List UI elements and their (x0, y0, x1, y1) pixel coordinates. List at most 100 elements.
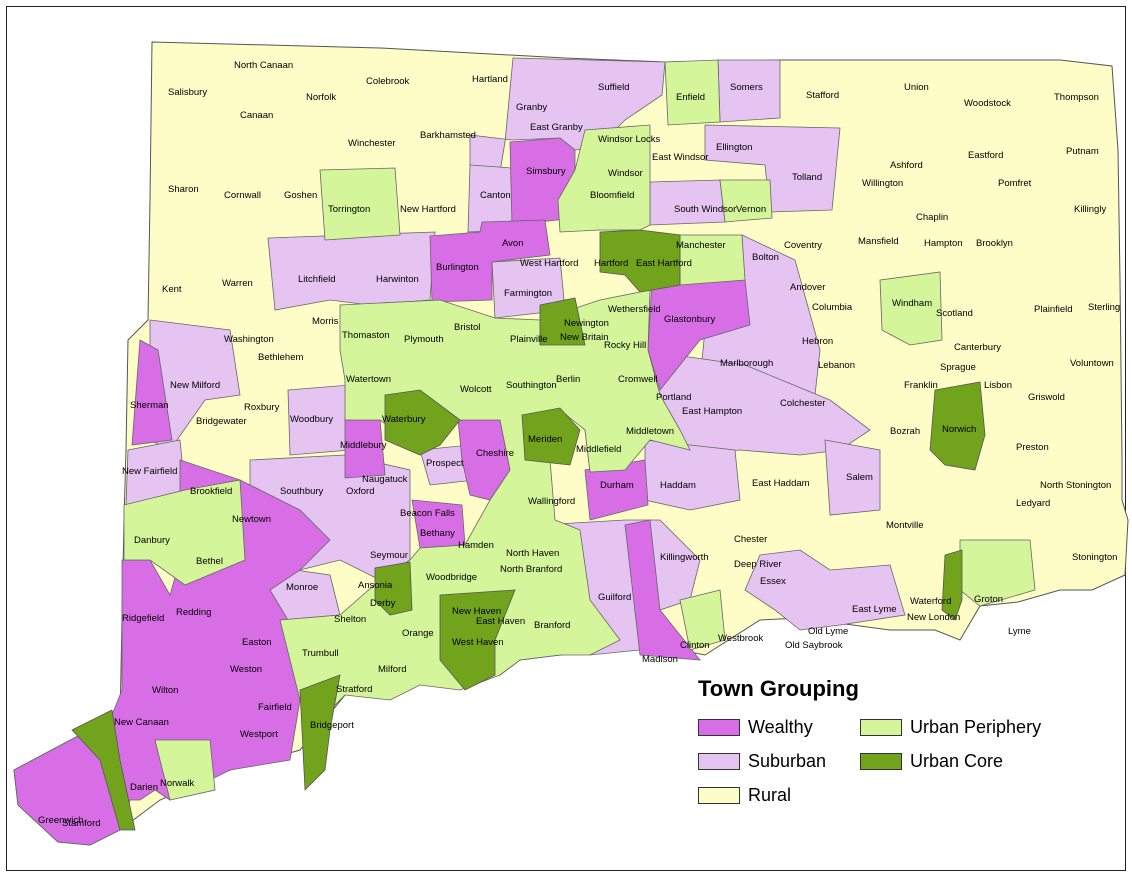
town-label-branford: Branford (534, 620, 570, 631)
town-label-east-lyme: East Lyme (852, 604, 897, 615)
town-label-lebanon: Lebanon (818, 360, 855, 371)
region-enfield (664, 59, 721, 126)
town-label-bristol: Bristol (454, 322, 480, 333)
legend-label-rural: Rural (748, 784, 792, 805)
town-label-orange: Orange (402, 628, 434, 639)
town-label-woodbridge: Woodbridge (426, 572, 477, 583)
town-label-lisbon: Lisbon (984, 380, 1012, 391)
town-label-bridgewater: Bridgewater (196, 416, 247, 427)
town-label-bridgeport: Bridgeport (310, 720, 354, 731)
town-label-ellington: Ellington (716, 142, 752, 153)
town-label-newtown: Newtown (232, 514, 271, 525)
town-label-montville: Montville (886, 520, 924, 531)
town-label-simsbury: Simsbury (526, 166, 566, 177)
town-label-plymouth: Plymouth (404, 334, 444, 345)
town-label-ledyard: Ledyard (1016, 498, 1050, 509)
town-label-suffield: Suffield (598, 82, 630, 93)
town-label-roxbury: Roxbury (244, 402, 280, 413)
town-label-scotland: Scotland (936, 308, 973, 319)
town-label-sherman: Sherman (130, 400, 169, 411)
town-label-colchester: Colchester (780, 398, 825, 409)
town-label-old-lyme: Old Lyme (808, 626, 848, 637)
town-label-morris: Morris (312, 316, 339, 327)
legend-label-urban-core: Urban Core (910, 750, 1004, 771)
town-label-harwinton: Harwinton (376, 274, 419, 285)
town-label-seymour: Seymour (370, 550, 408, 561)
legend-swatch-wealthy (698, 718, 740, 736)
town-label-windham: Windham (892, 298, 932, 309)
town-label-wethersfield: Wethersfield (608, 304, 661, 315)
town-label-portland: Portland (656, 392, 691, 403)
region-new-london (941, 549, 963, 621)
town-label-new-canaan: New Canaan (114, 717, 169, 728)
town-label-eastford: Eastford (968, 150, 1003, 161)
region-waterbury (384, 389, 461, 456)
town-label-naugatuck: Naugatuck (362, 474, 408, 485)
town-label-plainville: Plainville (510, 334, 548, 345)
town-label-willington: Willington (862, 178, 903, 189)
region-clinton (679, 589, 726, 651)
town-label-barkhamsted: Barkhamsted (420, 130, 476, 141)
legend-swatch-suburban (698, 752, 740, 770)
town-label-haddam: Haddam (660, 480, 696, 491)
town-label-weston: Weston (230, 664, 262, 675)
town-label-torrington: Torrington (328, 204, 370, 215)
region-new-haven (439, 589, 516, 691)
town-label-west-hartford: West Hartford (520, 258, 578, 269)
region-hartford-east-hartford (599, 229, 681, 293)
town-label-norfolk: Norfolk (306, 92, 336, 103)
town-label-waterford: Waterford (910, 596, 951, 607)
town-label-new-milford: New Milford (170, 380, 220, 391)
legend-item-urban-periphery: Urban Periphery (860, 716, 1041, 738)
region-new-britain (539, 297, 586, 346)
town-label-canton: Canton (480, 190, 511, 201)
town-label-norwalk: Norwalk (160, 778, 195, 789)
town-label-new-haven: New Haven (452, 606, 501, 617)
town-label-derby: Derby (370, 598, 396, 609)
town-label-stonington: Stonington (1072, 552, 1117, 563)
town-label-sharon: Sharon (168, 184, 199, 195)
town-label-hartland: Hartland (472, 74, 508, 85)
town-label-redding: Redding (176, 607, 211, 618)
town-label-darien: Darien (130, 782, 158, 793)
town-label-killingly: Killingly (1074, 204, 1106, 215)
town-label-shelton: Shelton (334, 614, 366, 625)
legend-title: Town Grouping (698, 676, 859, 701)
town-label-south-windsor: South Windsor (674, 204, 736, 215)
town-label-beacon-falls: Beacon Falls (400, 508, 455, 519)
town-label-wilton: Wilton (152, 685, 178, 696)
town-label-westport: Westport (240, 729, 278, 740)
town-label-groton: Groton (974, 594, 1003, 605)
town-label-griswold: Griswold (1028, 392, 1065, 403)
town-label-pomfret: Pomfret (998, 178, 1032, 189)
town-label-cromwell: Cromwell (618, 374, 658, 385)
town-label-stratford: Stratford (336, 684, 372, 695)
map-legend: Town Grouping Wealthy Urban Periphery Su… (698, 676, 1098, 816)
urban-core-regions (71, 229, 986, 831)
town-label-farmington: Farmington (504, 288, 552, 299)
town-label-avon: Avon (502, 238, 523, 249)
town-label-lyme: Lyme (1008, 626, 1031, 637)
town-label-plainfield: Plainfield (1034, 304, 1073, 315)
town-label-winchester: Winchester (348, 138, 396, 149)
town-label-east-hartford: East Hartford (636, 258, 692, 269)
town-label-coventry: Coventry (784, 240, 822, 251)
town-label-norwich: Norwich (942, 424, 976, 435)
town-label-north-haven: North Haven (506, 548, 559, 559)
town-label-meriden: Meriden (528, 434, 562, 445)
town-label-wolcott: Wolcott (460, 384, 492, 395)
town-label-bethlehem: Bethlehem (258, 352, 304, 363)
town-label-watertown: Watertown (346, 374, 391, 385)
town-label-ridgefield: Ridgefield (122, 613, 164, 624)
legend-item-rural: Rural (698, 784, 791, 806)
town-fill-layer (13, 41, 1129, 846)
town-label-andover: Andover (790, 282, 825, 293)
town-label-clinton: Clinton (680, 640, 710, 651)
town-label-north-canaan: North Canaan (234, 60, 293, 71)
town-label-enfield: Enfield (676, 92, 705, 103)
town-label-east-windsor: East Windsor (652, 152, 709, 163)
town-label-milford: Milford (378, 664, 407, 675)
town-label-litchfield: Litchfield (298, 274, 336, 285)
